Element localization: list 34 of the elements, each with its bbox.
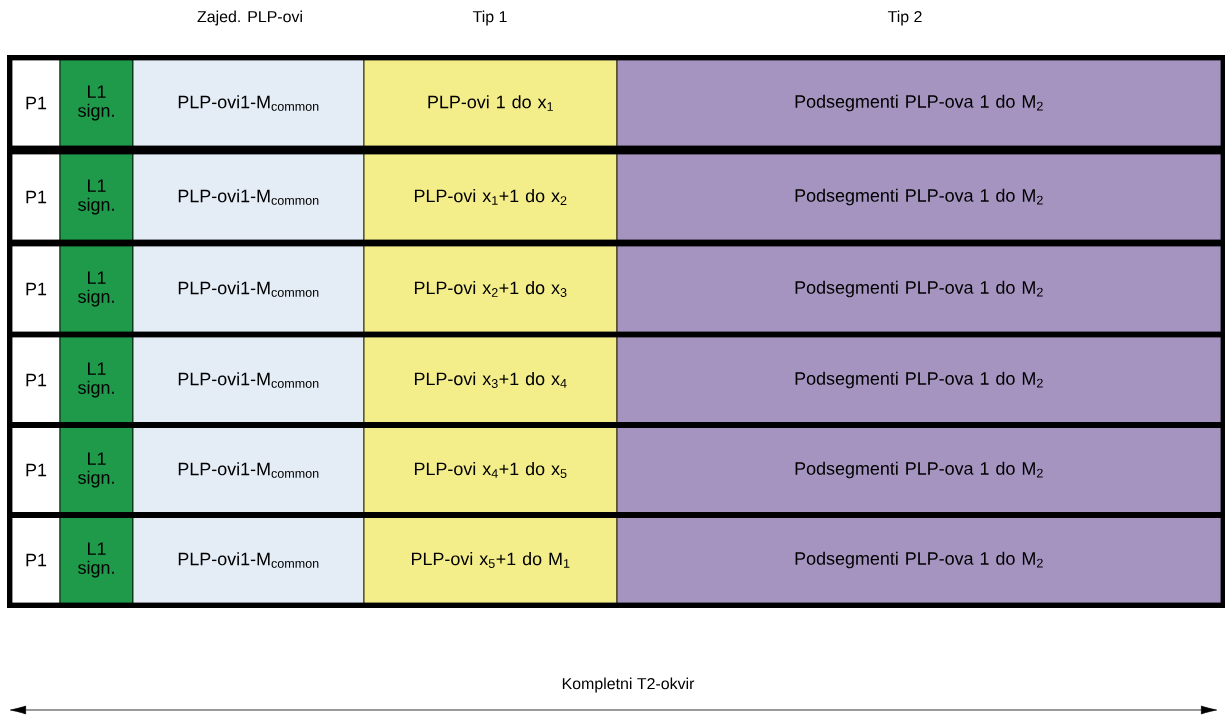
type-two-cell: Podsegmenti PLP-ova 1 do M$_{2}$ [616,516,1222,604]
common-plp-cell: PLP-ovi1-M$_{common}$ [132,153,365,241]
type-two-cell: Podsegmenti PLP-ova 1 do M$_{2}$ [616,59,1222,147]
common-plp-cell: PLP-ovi1-M$_{common}$ [132,245,365,333]
type-two-cell: Podsegmenti PLP-ova 1 do M$_{2}$ [616,426,1222,514]
p1-cell: P1 [11,336,61,424]
common-plp-cell: PLP-ovi1-M$_{common}$ [132,336,365,424]
type-one-cell: PLP-ovi x$_{4}$+1 do x$_{5}$ [363,426,618,514]
type-two-cell: Podsegmenti PLP-ova 1 do M$_{2}$ [616,245,1222,333]
column-heading: Tip 1 [472,10,507,26]
common-plp-cell: PLP-ovi1-M$_{common}$ [132,59,365,147]
p1-cell: P1 [11,516,61,604]
type-two-cell: Podsegmenti PLP-ova 1 do M$_{2}$ [616,153,1222,241]
signalling-cell: L1 sign. [59,336,134,424]
type-one-cell: PLP-ovi x$_{5}$+1 do M$_{1}$ [363,516,618,604]
signalling-cell: L1 sign. [59,516,134,604]
frame-label: Kompletni T2-okvir [562,677,695,693]
column-heading: Zajed. PLP-ovi [197,10,302,26]
type-one-cell: PLP-ovi x$_{3}$+1 do x$_{4}$ [363,336,618,424]
signalling-cell: L1 sign. [59,245,134,333]
p1-cell: P1 [11,426,61,514]
p1-cell: P1 [11,59,61,147]
type-one-cell: PLP-ovi 1 do x$_{1}$ [363,59,618,147]
signalling-cell: L1 sign. [59,153,134,241]
signalling-cell: L1 sign. [59,59,134,147]
p1-cell: P1 [11,245,61,333]
column-heading: Tip 2 [887,10,922,26]
type-two-cell: Podsegmenti PLP-ova 1 do M$_{2}$ [616,336,1222,424]
type-one-cell: PLP-ovi x$_{2}$+1 do x$_{3}$ [363,245,618,333]
common-plp-cell: PLP-ovi1-M$_{common}$ [132,426,365,514]
p1-cell: P1 [11,153,61,241]
signalling-cell: L1 sign. [59,426,134,514]
type-one-cell: PLP-ovi x$_{1}$+1 do x$_{2}$ [363,153,618,241]
common-plp-cell: PLP-ovi1-M$_{common}$ [132,516,365,604]
